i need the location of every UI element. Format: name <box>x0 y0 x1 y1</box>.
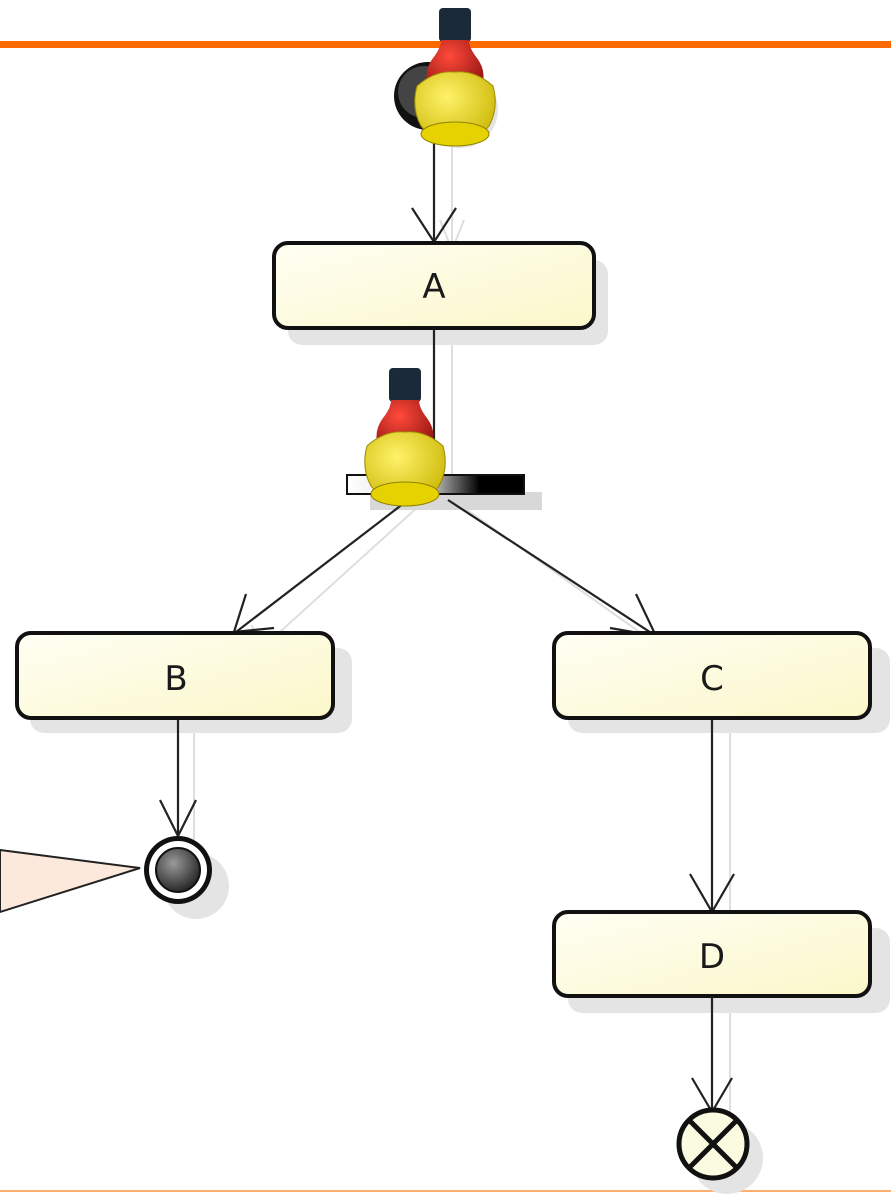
activity-final-node <box>144 836 212 904</box>
note <box>0 848 141 914</box>
action-a-label: A <box>422 267 445 307</box>
bottom-accent-line <box>0 1190 891 1192</box>
action-d: D <box>552 910 872 998</box>
action-c: C <box>552 631 872 720</box>
bottle-token-icon <box>364 368 446 507</box>
edge-fork-to-b <box>235 499 409 633</box>
flow-final-node <box>676 1107 750 1181</box>
bottle-token-icon <box>414 8 496 147</box>
action-a: A <box>272 241 596 330</box>
action-c-label: C <box>700 659 724 699</box>
action-d-label: D <box>699 937 725 977</box>
action-b: B <box>15 631 335 720</box>
edge-fork-to-c <box>447 499 657 637</box>
action-b-label: B <box>164 659 187 699</box>
arrowhead-icon <box>232 593 275 634</box>
